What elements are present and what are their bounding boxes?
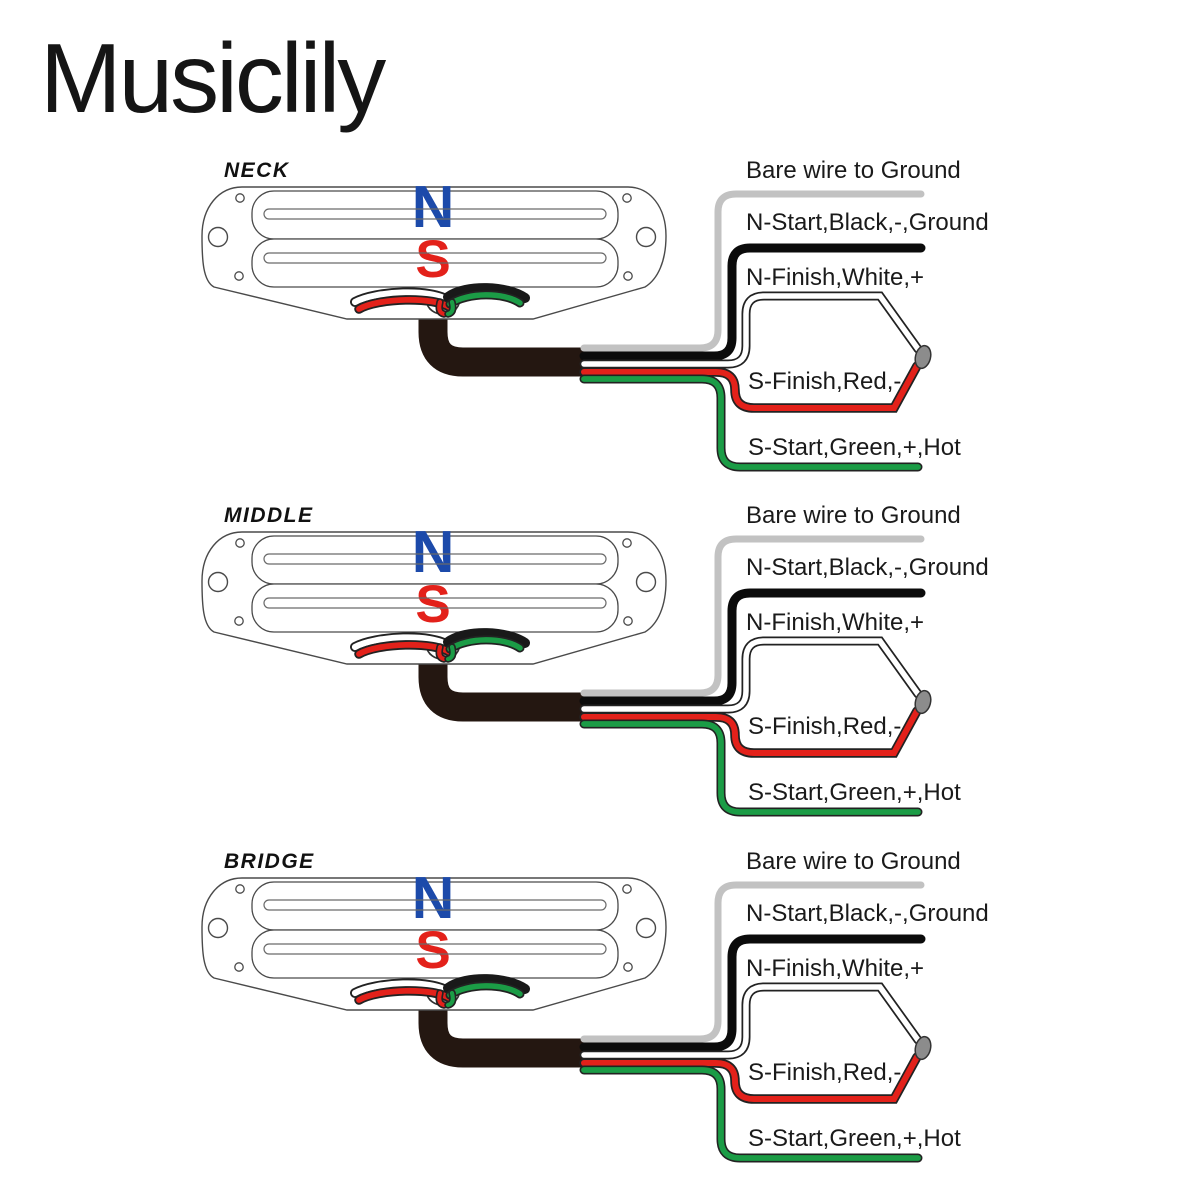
label-s-start: S-Start,Green,+,Hot xyxy=(748,1125,961,1152)
label-bare-wire: Bare wire to Ground xyxy=(746,502,961,529)
section-bridge: N S BRIDGE Bare wire to Ground N-Start,B… xyxy=(202,848,989,1158)
magnet-south-label: S xyxy=(415,575,450,634)
label-n-start: N-Start,Black,-,Ground xyxy=(746,554,989,581)
section-title: MIDDLE xyxy=(224,504,314,527)
section-neck: N S NECK Bare wire to Ground N-Start,Bla… xyxy=(202,157,989,467)
label-n-finish: N-Finish,White,+ xyxy=(746,609,924,636)
section-title: BRIDGE xyxy=(224,850,315,873)
label-s-finish: S-Finish,Red,- xyxy=(748,713,901,740)
magnet-north-label: N xyxy=(412,174,455,240)
section-title: NECK xyxy=(224,159,290,182)
label-bare-wire: Bare wire to Ground xyxy=(746,157,961,184)
label-n-finish: N-Finish,White,+ xyxy=(746,955,924,982)
label-s-start: S-Start,Green,+,Hot xyxy=(748,779,961,806)
brand-logo: Musiclily xyxy=(40,23,386,133)
magnet-south-label: S xyxy=(415,921,450,980)
magnet-north-label: N xyxy=(412,865,455,931)
label-s-start: S-Start,Green,+,Hot xyxy=(748,434,961,461)
magnet-south-label: S xyxy=(415,230,450,289)
label-n-start: N-Start,Black,-,Ground xyxy=(746,209,989,236)
section-middle: N S MIDDLE Bare wire to Ground N-Start,B… xyxy=(202,502,989,812)
label-s-finish: S-Finish,Red,- xyxy=(748,1059,901,1086)
magnet-north-label: N xyxy=(412,519,455,585)
label-n-start: N-Start,Black,-,Ground xyxy=(746,900,989,927)
label-s-finish: S-Finish,Red,- xyxy=(748,368,901,395)
label-bare-wire: Bare wire to Ground xyxy=(746,848,961,875)
label-n-finish: N-Finish,White,+ xyxy=(746,264,924,291)
